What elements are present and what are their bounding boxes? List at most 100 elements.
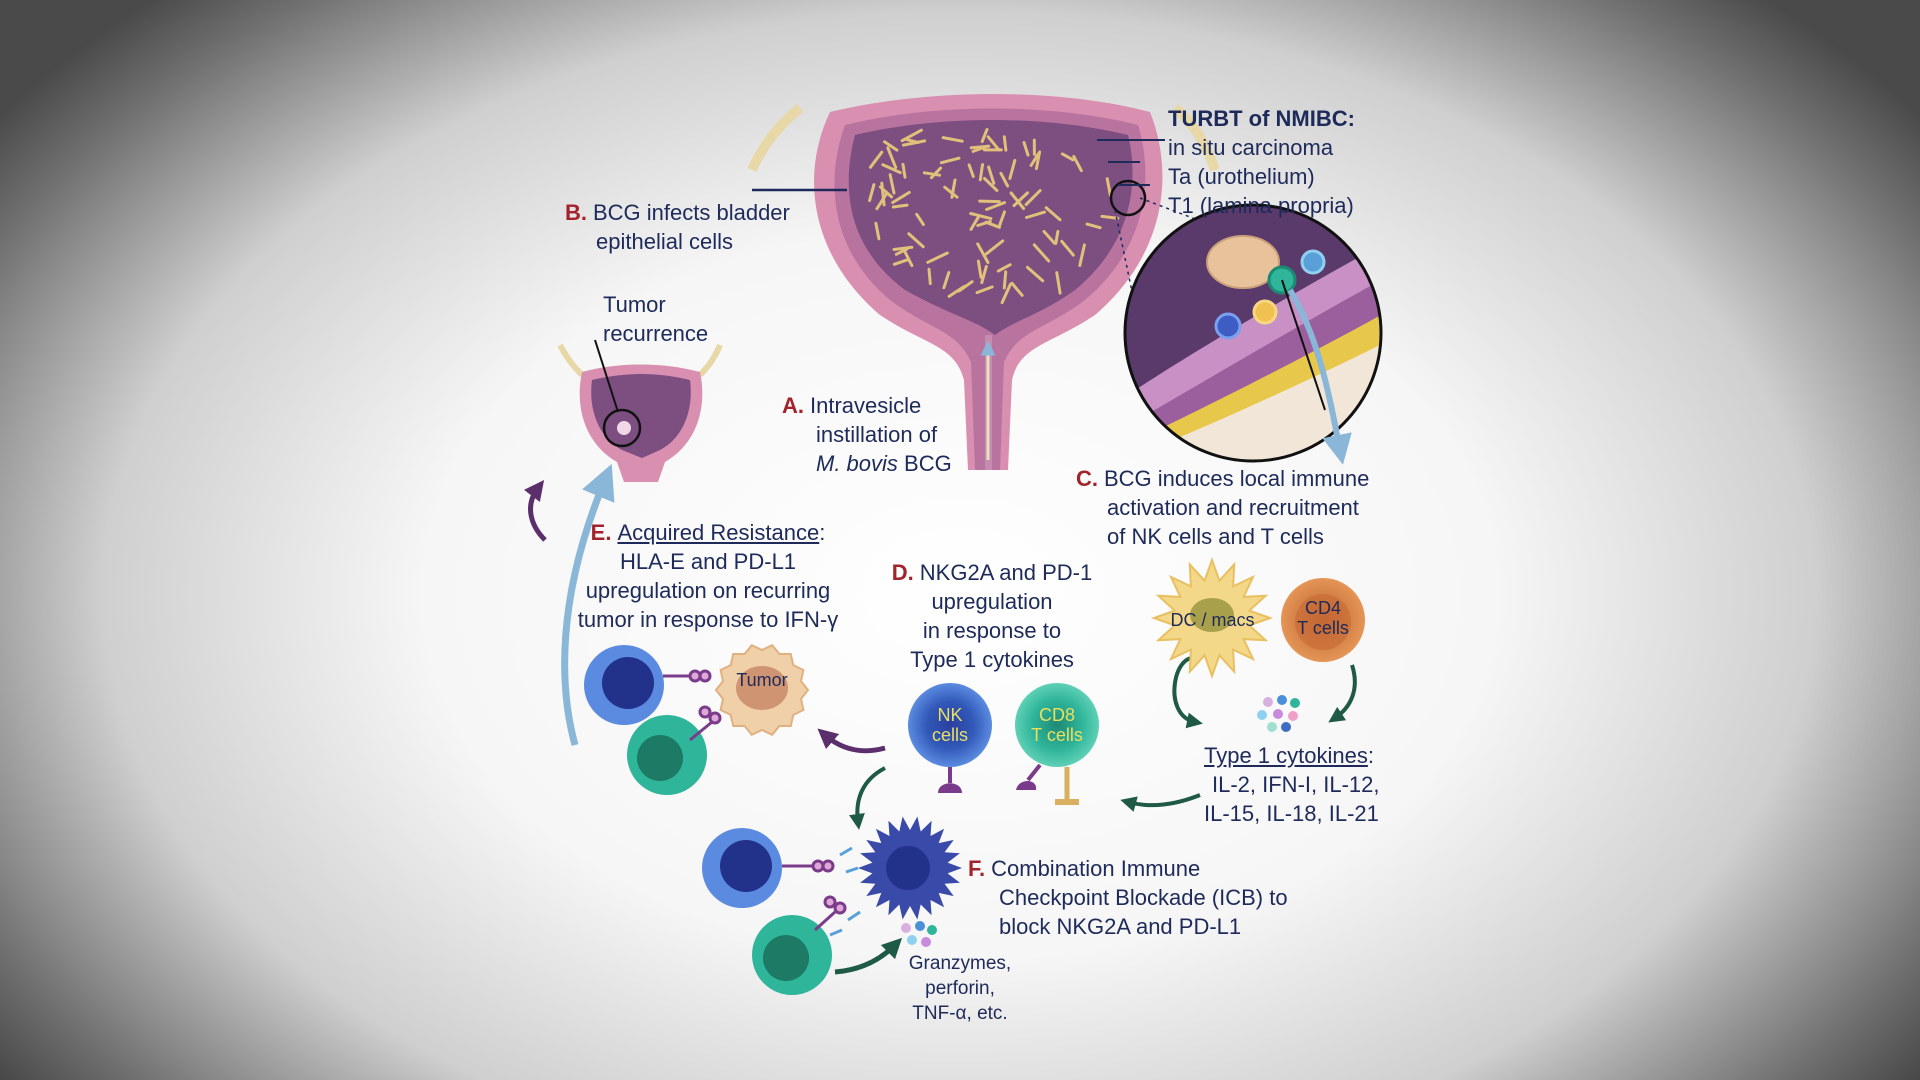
bcg-rod bbox=[880, 181, 886, 207]
bcg-rod bbox=[986, 135, 1001, 152]
granzyme-dots bbox=[901, 921, 937, 947]
bcg-rod bbox=[875, 191, 889, 211]
bcg-rod bbox=[901, 162, 907, 179]
bcg-rod bbox=[1078, 243, 1086, 267]
bcg-rod bbox=[891, 190, 911, 204]
tumor-label: Tumor bbox=[736, 670, 788, 690]
step-c-label: C.BCG induces local immune activation an… bbox=[1076, 464, 1369, 551]
step-d-line-1: NKG2A and PD-1 bbox=[919, 560, 1093, 585]
step-a-label: A.Intravesicle instillation of M. bovis … bbox=[782, 391, 952, 478]
tumor-recurrence-label: Tumor recurrence bbox=[603, 290, 708, 348]
bcg-rod bbox=[1026, 265, 1045, 283]
green-arrow-f bbox=[848, 766, 886, 830]
bcg-rod bbox=[980, 128, 989, 144]
bcg-rod bbox=[1008, 159, 1017, 180]
bcg-rod bbox=[1024, 189, 1042, 207]
bcg-rod bbox=[1022, 141, 1030, 157]
cytokine-dots bbox=[1257, 695, 1300, 732]
cycle-arrows bbox=[523, 463, 1357, 975]
step-d-letter: D. bbox=[891, 560, 914, 585]
bcg-rod bbox=[1085, 222, 1102, 230]
bcg-rod bbox=[904, 137, 920, 144]
bcg-bacteria bbox=[868, 128, 1120, 305]
bcg-rod bbox=[922, 171, 942, 177]
step-e-label: E.Acquired Resistance: HLA-E and PD-L1 u… bbox=[548, 518, 868, 634]
bcg-rod bbox=[894, 247, 909, 256]
turbt-line-3: T1 (lamina propria) bbox=[1168, 193, 1354, 218]
bcg-rod bbox=[978, 199, 1001, 204]
cytokines-title: Type 1 cytokines bbox=[1204, 743, 1368, 768]
granzymes-line-2: perforin, bbox=[925, 978, 995, 999]
nk-label: NK cells bbox=[920, 705, 980, 745]
cytokines-line-2: IL-2, IFN-I, IL-12, bbox=[1212, 772, 1380, 797]
step-b-label: B.BCG infects bladder epithelial cells bbox=[565, 198, 790, 256]
turbt-title: TURBT of NMIBC: bbox=[1168, 106, 1355, 131]
bcg-rod bbox=[942, 271, 951, 290]
step-a-suffix: BCG bbox=[897, 451, 952, 476]
bcg-rod bbox=[975, 285, 994, 295]
turbt-line-2: Ta (urothelium) bbox=[1168, 164, 1315, 189]
step-a-species: M. bovis bbox=[816, 451, 898, 476]
bcg-rod bbox=[943, 185, 959, 199]
nk-cell bbox=[908, 683, 992, 793]
step-e-line-2: HLA-E and PD-L1 bbox=[619, 549, 797, 574]
bcg-rod bbox=[1025, 210, 1046, 219]
step-f-line-1: Combination Immune bbox=[991, 856, 1201, 881]
green-arrow-granzymes bbox=[834, 937, 903, 975]
bcg-rod bbox=[1032, 243, 1051, 263]
bcg-rod bbox=[1060, 239, 1075, 257]
bcg-rod bbox=[900, 128, 923, 143]
cd8-line-1: CD8 bbox=[1038, 705, 1075, 725]
bcg-rod bbox=[1105, 177, 1112, 197]
bcg-rod bbox=[976, 220, 992, 227]
bcg-rod bbox=[1054, 229, 1060, 245]
step-d-line-3: in response to bbox=[922, 618, 1062, 643]
dc-macs-label: DC / macs bbox=[1170, 610, 1255, 630]
bcg-rod bbox=[927, 267, 932, 286]
step-f-line-3: block NKG2A and PD-L1 bbox=[999, 914, 1242, 939]
purple-arrow-e bbox=[523, 480, 547, 542]
bcg-rod bbox=[1000, 282, 1012, 305]
turbt-line-1: in situ carcinoma bbox=[1168, 135, 1334, 160]
bcg-rod bbox=[907, 232, 925, 249]
bcg-rod bbox=[967, 163, 975, 178]
cd8-t-cell bbox=[1015, 683, 1099, 805]
nk-line-1: NK bbox=[937, 705, 963, 725]
bcg-rod bbox=[1060, 152, 1075, 162]
step-d-line-2: upregulation bbox=[931, 589, 1053, 614]
bcg-rod bbox=[892, 258, 910, 266]
bcg-rod bbox=[983, 177, 999, 192]
bcg-rod bbox=[941, 136, 964, 143]
bcg-rod bbox=[987, 165, 996, 185]
zoom-circle-small bbox=[1109, 179, 1147, 217]
bcg-rod bbox=[999, 171, 1010, 188]
bcg-rod bbox=[939, 156, 961, 165]
bcg-rod bbox=[980, 265, 988, 285]
bcg-rod bbox=[978, 163, 984, 182]
bcg-rod bbox=[1044, 206, 1062, 222]
bcg-rod bbox=[1002, 270, 1008, 290]
purple-arrow-d bbox=[817, 728, 886, 754]
bcg-rod bbox=[984, 239, 1005, 256]
bcg-rod bbox=[1042, 230, 1056, 245]
bcg-rod bbox=[888, 173, 896, 195]
step-d-line-4: Type 1 cytokines bbox=[910, 647, 1074, 672]
main-bladder bbox=[747, 94, 1220, 470]
granzymes-label: Granzymes, perforin, TNF-α, etc. bbox=[880, 951, 1040, 1026]
granzymes-line-3: TNF-α, etc. bbox=[912, 1003, 1008, 1024]
step-c-line-1: BCG induces local immune bbox=[1104, 466, 1370, 491]
cytokines-label: Type 1 cytokines: IL-2, IFN-I, IL-12, IL… bbox=[1196, 741, 1380, 828]
granzymes-line-1: Granzymes, bbox=[908, 953, 1012, 974]
step-e-line-3: upregulation on recurring bbox=[585, 578, 831, 603]
step-b-line-1: BCG infects bladder bbox=[593, 200, 790, 225]
step-b-letter: B. bbox=[565, 200, 587, 225]
step-e-line-4: tumor in response to IFN-γ bbox=[577, 607, 839, 632]
bcg-rod bbox=[997, 210, 1006, 229]
bcg-rod bbox=[929, 166, 943, 180]
nk-line-2: cells bbox=[931, 725, 968, 745]
bcg-rod bbox=[969, 212, 993, 221]
bcg-rod bbox=[985, 201, 1006, 211]
bcg-rod bbox=[892, 245, 914, 251]
step-f-letter: F. bbox=[968, 856, 986, 881]
